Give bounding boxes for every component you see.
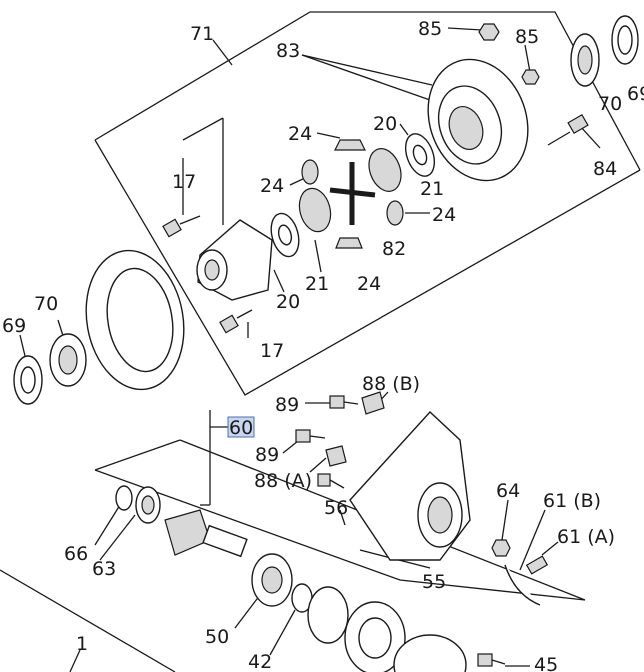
bearing-top — [570, 33, 600, 87]
label-56: 56 — [324, 497, 348, 519]
side-gear-upper — [368, 148, 402, 192]
pinion-gear-4 — [335, 237, 363, 249]
bolt-89a — [329, 395, 359, 409]
label-45: 45 — [534, 654, 558, 672]
label-24a: 24 — [288, 123, 312, 145]
gasket — [344, 601, 406, 672]
thrust-washer-lower — [270, 212, 300, 258]
label-50: 50 — [205, 626, 229, 648]
bolt-61a — [525, 555, 549, 575]
rear-housing — [393, 634, 467, 672]
label-21a: 21 — [420, 178, 444, 200]
lock-61b — [504, 564, 541, 606]
plug-64 — [491, 539, 511, 557]
pinion-gear-1 — [334, 139, 366, 151]
differential-case — [196, 219, 273, 301]
label-61a: 61 (A) — [557, 526, 615, 548]
label-88b: 88 (B) — [362, 373, 420, 395]
nut-85a — [478, 23, 500, 41]
label-55: 55 — [422, 571, 446, 593]
bearing-63 — [135, 486, 161, 524]
bolt-84 — [547, 113, 589, 146]
shim-66 — [115, 485, 133, 511]
label-17a: 17 — [172, 171, 196, 193]
label-21b: 21 — [305, 273, 329, 295]
label-71: 71 — [190, 23, 214, 45]
label-85b: 85 — [515, 26, 539, 48]
label-24c: 24 — [432, 204, 456, 226]
label-88a: 88 (A) — [254, 470, 312, 492]
label-64: 64 — [496, 480, 520, 502]
o-ring — [307, 586, 349, 644]
label-42: 42 — [248, 651, 272, 672]
bearing-50 — [251, 553, 293, 607]
label-20a: 20 — [373, 113, 397, 135]
bolt-17b — [219, 309, 253, 334]
cross-shaft — [329, 162, 376, 225]
label-1: 1 — [76, 633, 88, 655]
label-85a: 85 — [418, 18, 442, 40]
side-gear-lower — [298, 187, 332, 233]
label-69b: 69 — [2, 315, 26, 337]
pinion-gear-3 — [386, 200, 404, 226]
lock-plate-88a — [325, 445, 347, 467]
label-84: 84 — [593, 158, 617, 180]
lock-plate-88b — [361, 391, 385, 415]
lower-frame-lines — [0, 569, 176, 672]
bolt-17a — [162, 215, 201, 238]
label-70b: 70 — [34, 293, 58, 315]
label-17b: 17 — [260, 340, 284, 362]
bolt-89b — [295, 429, 326, 443]
ring-gear — [85, 249, 185, 391]
label-66: 66 — [64, 543, 88, 565]
drive-pinion — [164, 509, 248, 558]
differential-frame — [94, 11, 641, 396]
label-24b: 24 — [260, 175, 284, 197]
carrier-housing — [349, 411, 471, 561]
label-24d: 24 — [357, 273, 381, 295]
label-89a: 89 — [275, 394, 299, 416]
label-60: 60 — [229, 417, 253, 439]
pinion-gear-2 — [301, 159, 319, 185]
thrust-washer-upper — [404, 133, 436, 177]
callout-labels: 71 85 85 83 70 69 20 24 17 84 24 21 24 8… — [2, 18, 644, 672]
label-89b: 89 — [255, 444, 279, 466]
bolt-45 — [477, 653, 506, 667]
label-70a: 70 — [598, 93, 622, 115]
label-61b: 61 (B) — [543, 490, 601, 512]
label-69a: 69 — [627, 83, 644, 105]
bolt-56 — [317, 473, 345, 489]
label-83: 83 — [276, 40, 300, 62]
label-63: 63 — [92, 558, 116, 580]
bearing-left — [49, 333, 87, 387]
label-82: 82 — [382, 238, 406, 260]
differential-case-flange — [427, 58, 529, 182]
seal-top — [611, 15, 639, 65]
seal-left — [13, 355, 43, 405]
nut-85b — [521, 69, 540, 85]
highlight-60 — [227, 416, 255, 438]
label-20b: 20 — [276, 291, 300, 313]
